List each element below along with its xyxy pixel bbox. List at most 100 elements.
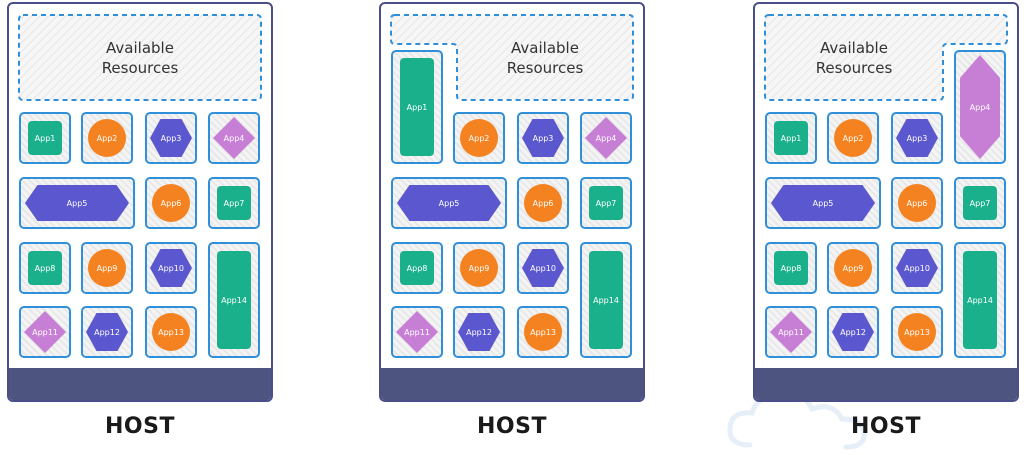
host-base-bar <box>381 368 643 400</box>
app-label: App5 <box>66 198 88 208</box>
app-label: App1 <box>406 102 428 112</box>
resources-line-2: Resources <box>815 59 893 77</box>
app7-block: App7 <box>217 186 251 220</box>
slot-app9: App9 <box>453 242 505 294</box>
app-label: App2 <box>842 133 864 143</box>
app10-block: App10 <box>896 249 938 287</box>
app10-block: App10 <box>522 249 564 287</box>
slot-app13: App13 <box>145 306 197 358</box>
app-label: App2 <box>468 133 490 143</box>
app-label: App4 <box>223 133 245 143</box>
resources-line-1: Available <box>106 39 174 57</box>
available-resources-label: Available Resources <box>19 38 261 78</box>
slot-app8: App8 <box>19 242 71 294</box>
app-label: App14 <box>967 295 993 305</box>
app14-block: App14 <box>963 251 997 349</box>
slot-app4: App4 <box>208 112 260 164</box>
host-base-bar <box>755 368 1017 400</box>
host-label: HOST <box>105 414 175 439</box>
slot-app10: App10 <box>517 242 569 294</box>
app-label: App6 <box>160 198 182 208</box>
app1-block: App1 <box>774 121 808 155</box>
app-label: App8 <box>780 263 802 273</box>
app-label: App2 <box>96 133 118 143</box>
app-label: App3 <box>906 133 928 143</box>
slot-app14: App14 <box>208 242 260 358</box>
app11-block: App11 <box>24 311 66 353</box>
app11-block: App11 <box>396 311 438 353</box>
app13-block: App13 <box>524 313 562 351</box>
slot-app7: App7 <box>954 177 1006 229</box>
app-label: App4 <box>969 102 991 112</box>
host-base-bar <box>9 368 271 400</box>
app-label: App9 <box>468 263 490 273</box>
app13-block: App13 <box>152 313 190 351</box>
app-label: App8 <box>406 263 428 273</box>
slot-app13: App13 <box>517 306 569 358</box>
resources-line-2: Resources <box>506 59 584 77</box>
app6-block: App6 <box>524 184 562 222</box>
app-label: App12 <box>466 327 492 337</box>
slot-app1: App1 <box>391 50 443 164</box>
slot-app8: App8 <box>391 242 443 294</box>
slot-app4: App4 <box>580 112 632 164</box>
slot-app14: App14 <box>580 242 632 358</box>
slot-app6: App6 <box>517 177 569 229</box>
host-label: HOST <box>851 414 921 439</box>
app12-block: App12 <box>832 313 874 351</box>
app-label: App1 <box>34 133 56 143</box>
app4-block: App4 <box>960 55 1000 159</box>
slot-app1: App1 <box>765 112 817 164</box>
app-label: App7 <box>969 198 991 208</box>
app-label: App12 <box>94 327 120 337</box>
slot-app8: App8 <box>765 242 817 294</box>
app1-block: App1 <box>400 58 434 156</box>
app5-block: App5 <box>771 185 875 221</box>
slot-app11: App11 <box>19 306 71 358</box>
slot-app2: App2 <box>453 112 505 164</box>
app3-block: App3 <box>896 119 938 157</box>
app-label: App14 <box>221 295 247 305</box>
slot-app10: App10 <box>891 242 943 294</box>
slot-app6: App6 <box>891 177 943 229</box>
app-label: App11 <box>404 327 430 337</box>
slot-app9: App9 <box>81 242 133 294</box>
app9-block: App9 <box>88 249 126 287</box>
app-label: App13 <box>158 327 184 337</box>
host-3: Available Resources App4 App1 App2 App3 … <box>753 2 1019 402</box>
app-label: App6 <box>532 198 554 208</box>
available-resources-region <box>764 14 1008 101</box>
app8-block: App8 <box>28 251 62 285</box>
app-label: App7 <box>595 198 617 208</box>
slot-app3: App3 <box>517 112 569 164</box>
app14-block: App14 <box>217 251 251 349</box>
slot-app11: App11 <box>391 306 443 358</box>
app-label: App12 <box>840 327 866 337</box>
app2-block: App2 <box>88 119 126 157</box>
slot-app11: App11 <box>765 306 817 358</box>
app8-block: App8 <box>400 251 434 285</box>
app-label: App10 <box>158 263 184 273</box>
app-label: App7 <box>223 198 245 208</box>
app9-block: App9 <box>460 249 498 287</box>
slot-app5: App5 <box>765 177 881 229</box>
slot-app3: App3 <box>891 112 943 164</box>
app12-block: App12 <box>458 313 500 351</box>
app-label: App13 <box>530 327 556 337</box>
slot-app12: App12 <box>81 306 133 358</box>
slot-app12: App12 <box>453 306 505 358</box>
app10-block: App10 <box>150 249 192 287</box>
app-label: App14 <box>593 295 619 305</box>
app4-block: App4 <box>213 117 255 159</box>
slot-app7: App7 <box>208 177 260 229</box>
app-label: App10 <box>530 263 556 273</box>
slot-app1: App1 <box>19 112 71 164</box>
app-label: App11 <box>778 327 804 337</box>
app-label: App3 <box>532 133 554 143</box>
app13-block: App13 <box>898 313 936 351</box>
slot-app3: App3 <box>145 112 197 164</box>
app-label: App1 <box>780 133 802 143</box>
app-label: App13 <box>904 327 930 337</box>
app14-block: App14 <box>589 251 623 349</box>
app12-block: App12 <box>86 313 128 351</box>
